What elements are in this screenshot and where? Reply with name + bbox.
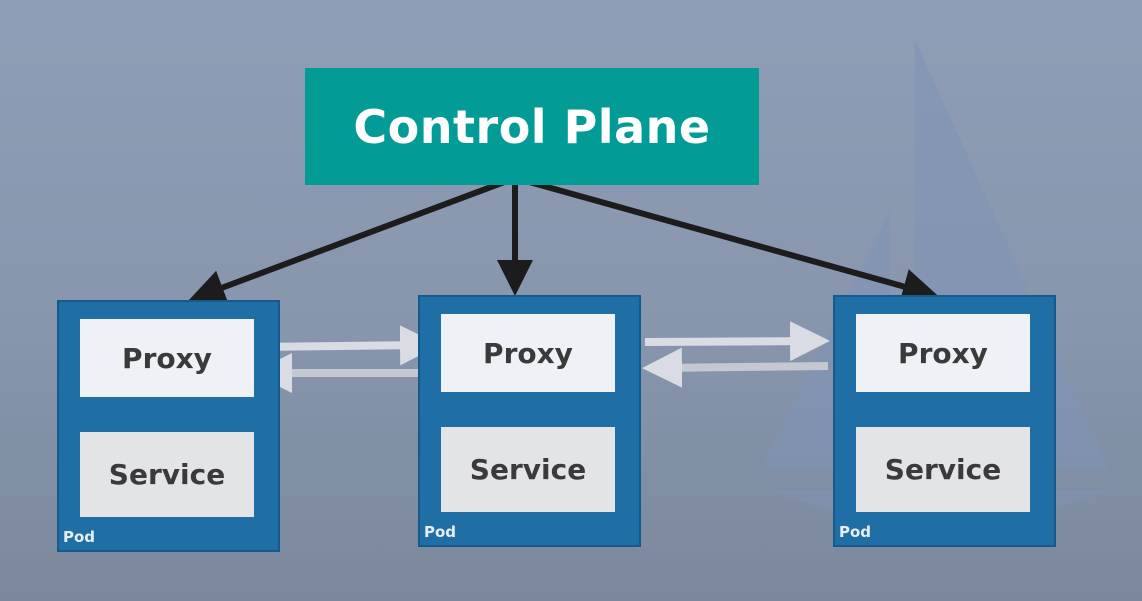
proxy-box: Proxy bbox=[856, 314, 1030, 392]
service-box: Service bbox=[856, 427, 1030, 512]
proxy-box: Proxy bbox=[441, 314, 615, 392]
pod-label: Pod bbox=[839, 523, 872, 541]
service-box: Service bbox=[441, 427, 615, 512]
service-label: Service bbox=[884, 453, 1002, 486]
service-box: Service bbox=[80, 432, 254, 517]
traffic-arrow-2-to-3 bbox=[644, 321, 830, 362]
pod-label: Pod bbox=[424, 523, 457, 541]
pod-3: Proxy Service Pod bbox=[833, 295, 1056, 547]
proxy-label: Proxy bbox=[122, 341, 212, 375]
service-label: Service bbox=[108, 458, 226, 491]
traffic-arrow-3-to-2 bbox=[642, 347, 829, 388]
pod-2: Proxy Service Pod bbox=[418, 295, 641, 547]
traffic-arrow-1-to-2 bbox=[253, 325, 440, 366]
control-plane-box: Control Plane bbox=[305, 68, 759, 185]
control-arrow-right bbox=[514, 175, 939, 304]
pod-1: Proxy Service Pod bbox=[57, 300, 280, 552]
proxy-box: Proxy bbox=[80, 319, 254, 397]
control-plane-label: Control Plane bbox=[353, 99, 711, 154]
proxy-label: Proxy bbox=[898, 336, 988, 370]
proxy-label: Proxy bbox=[483, 336, 573, 370]
service-label: Service bbox=[469, 453, 587, 486]
pod-label: Pod bbox=[63, 528, 96, 546]
control-arrow-left bbox=[188, 175, 517, 305]
